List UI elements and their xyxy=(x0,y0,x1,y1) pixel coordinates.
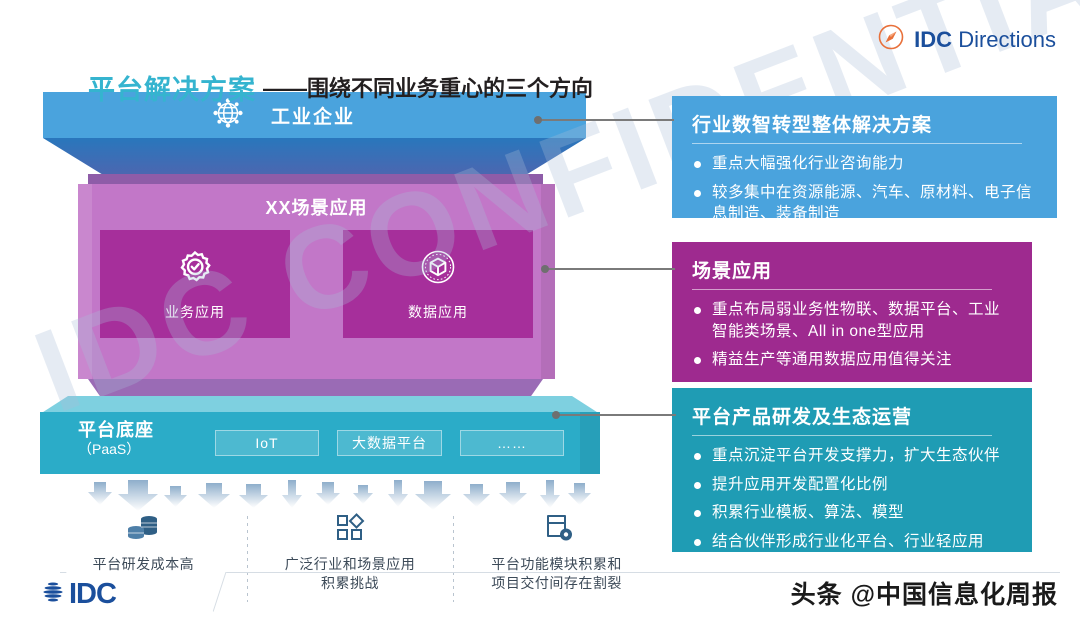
connector-line-2 xyxy=(541,265,675,273)
compass-icon xyxy=(878,24,904,55)
scenario-cards: 业务应用 数据应用 xyxy=(78,230,555,338)
panel-scenario-application: 场景应用 重点布局弱业务性物联、数据平台、工业智能类场景、All in one型… xyxy=(672,242,1032,382)
business-application-label: 业务应用 xyxy=(165,303,225,320)
connector-dot-2 xyxy=(541,265,549,273)
paas-base-block xyxy=(40,412,600,474)
panel-1-bullets: 重点大幅强化行业咨询能力 较多集中在资源能源、汽车、原材料、电子信息制造、装备制… xyxy=(692,153,1039,225)
title-row: 平台解决方案 ——围绕不同业务重心的三个方向 xyxy=(0,30,1080,105)
challenge-label-coverage: 广泛行业和场景应用积累挑战 xyxy=(284,556,416,592)
panel-3-bullet-3: 结合伙伴形成行业化平台、行业轻应用 xyxy=(692,531,1014,553)
challenge-item-delivery: 平台功能模块积累和项目交付间存在割裂 xyxy=(453,512,660,607)
panel-3-title-wrap: 平台产品研发及生态运营 xyxy=(692,402,992,436)
panel-2-title-wrap: 场景应用 xyxy=(692,256,992,290)
globe-network-icon xyxy=(211,96,245,135)
arrow-group-icon xyxy=(88,480,591,511)
panel-2-title: 场景应用 xyxy=(692,261,773,282)
idc-logo: IDC xyxy=(40,578,117,611)
panel-2-bullet-0: 重点布局弱业务性物联、数据平台、工业智能类场景、All in one型应用 xyxy=(692,299,1014,342)
panel-3-title: 平台产品研发及生态运营 xyxy=(692,407,913,428)
business-application-card[interactable]: 业务应用 xyxy=(100,230,290,338)
challenge-item-coverage: 广泛行业和场景应用积累挑战 xyxy=(246,512,454,607)
panel-industry-transformation: 行业数智转型整体解决方案 重点大幅强化行业咨询能力 较多集中在资源能源、汽车、原… xyxy=(672,96,1057,222)
panel-1-title-wrap: 行业数智转型整体解决方案 xyxy=(692,110,1022,144)
industrial-enterprise-bar: 工业企业 xyxy=(43,92,586,138)
brand-bold: IDC xyxy=(914,26,953,52)
idc-globe-icon xyxy=(40,579,66,610)
data-application-label: 数据应用 xyxy=(408,303,468,320)
gear-check-icon xyxy=(175,247,215,292)
funnel-shape xyxy=(43,138,586,178)
paas-tag-more[interactable]: …… xyxy=(460,430,564,456)
footer-divider xyxy=(60,572,1060,573)
panel-3-bullet-1: 提升应用开发配置化比例 xyxy=(692,474,1014,496)
panel-1-title: 行业数智转型整体解决方案 xyxy=(692,115,933,136)
cube-box-icon xyxy=(418,247,458,292)
connector-dot-3 xyxy=(552,411,560,419)
connector-line-3 xyxy=(552,411,676,419)
funnel-shade xyxy=(43,138,586,178)
brand-light: Directions xyxy=(958,26,1056,52)
publisher-watermark: 头条 @中国信息化周报 xyxy=(790,581,1058,609)
paas-base-cap xyxy=(40,396,600,414)
paas-label-main: 平台底座 xyxy=(78,420,154,440)
paas-tag-iot[interactable]: IoT xyxy=(215,430,319,456)
coins-stack-icon xyxy=(125,512,161,549)
data-application-card[interactable]: 数据应用 xyxy=(343,230,533,338)
paas-tags: IoT 大数据平台 …… xyxy=(215,430,564,456)
panel-2-bullet-1: 精益生产等通用数据应用值得关注 xyxy=(692,349,1014,371)
panel-3-bullet-2: 积累行业模板、算法、模型 xyxy=(692,502,1014,524)
panel-1-bullet-1: 较多集中在资源能源、汽车、原材料、电子信息制造、装备制造 xyxy=(692,182,1039,225)
paas-base-right-edge xyxy=(580,412,600,474)
challenge-label-delivery: 平台功能模块积累和项目交付间存在割裂 xyxy=(491,556,622,592)
scenario-block-left-edge xyxy=(78,184,92,379)
panel-3-bullets: 重点沉淀平台开发支撑力，扩大生态伙伴 提升应用开发配置化比例 积累行业模板、算法… xyxy=(692,445,1014,553)
panel-gear-icon xyxy=(539,512,575,549)
page-subtitle: ——围绕不同业务重心的三个方向 xyxy=(263,76,594,101)
paas-label-sub: （PaaS） xyxy=(78,441,141,458)
modules-shapes-icon xyxy=(332,512,368,549)
connector-line-1 xyxy=(534,116,674,124)
idc-directions-brand: IDC Directions xyxy=(878,24,1056,55)
industrial-enterprise-label: 工业企业 xyxy=(271,106,356,128)
scenario-block-cap xyxy=(88,174,543,186)
scenario-block-right-edge xyxy=(541,184,555,379)
panel-2-bullets: 重点布局弱业务性物联、数据平台、工业智能类场景、All in one型应用 精益… xyxy=(692,299,1014,371)
downward-arrows-row xyxy=(50,478,610,512)
panel-platform-rd-ecosystem: 平台产品研发及生态运营 重点沉淀平台开发支撑力，扩大生态伙伴 提升应用开发配置化… xyxy=(672,388,1032,552)
paas-label: 平台底座 （PaaS） xyxy=(78,420,154,458)
scenario-block-title: XX场景应用 xyxy=(265,198,368,218)
paas-tag-bigdata[interactable]: 大数据平台 xyxy=(337,430,442,456)
platform-stack-diagram: 工业企业 XX场景应用 xyxy=(40,92,670,602)
connector-dot-1 xyxy=(534,116,542,124)
brand-label: IDC Directions xyxy=(914,27,1056,53)
page-title: 平台解决方案 xyxy=(88,75,256,105)
panel-3-bullet-0: 重点沉淀平台开发支撑力，扩大生态伙伴 xyxy=(692,445,1014,467)
panel-1-bullet-0: 重点大幅强化行业咨询能力 xyxy=(692,153,1039,175)
idc-logo-text: IDC xyxy=(69,578,117,610)
